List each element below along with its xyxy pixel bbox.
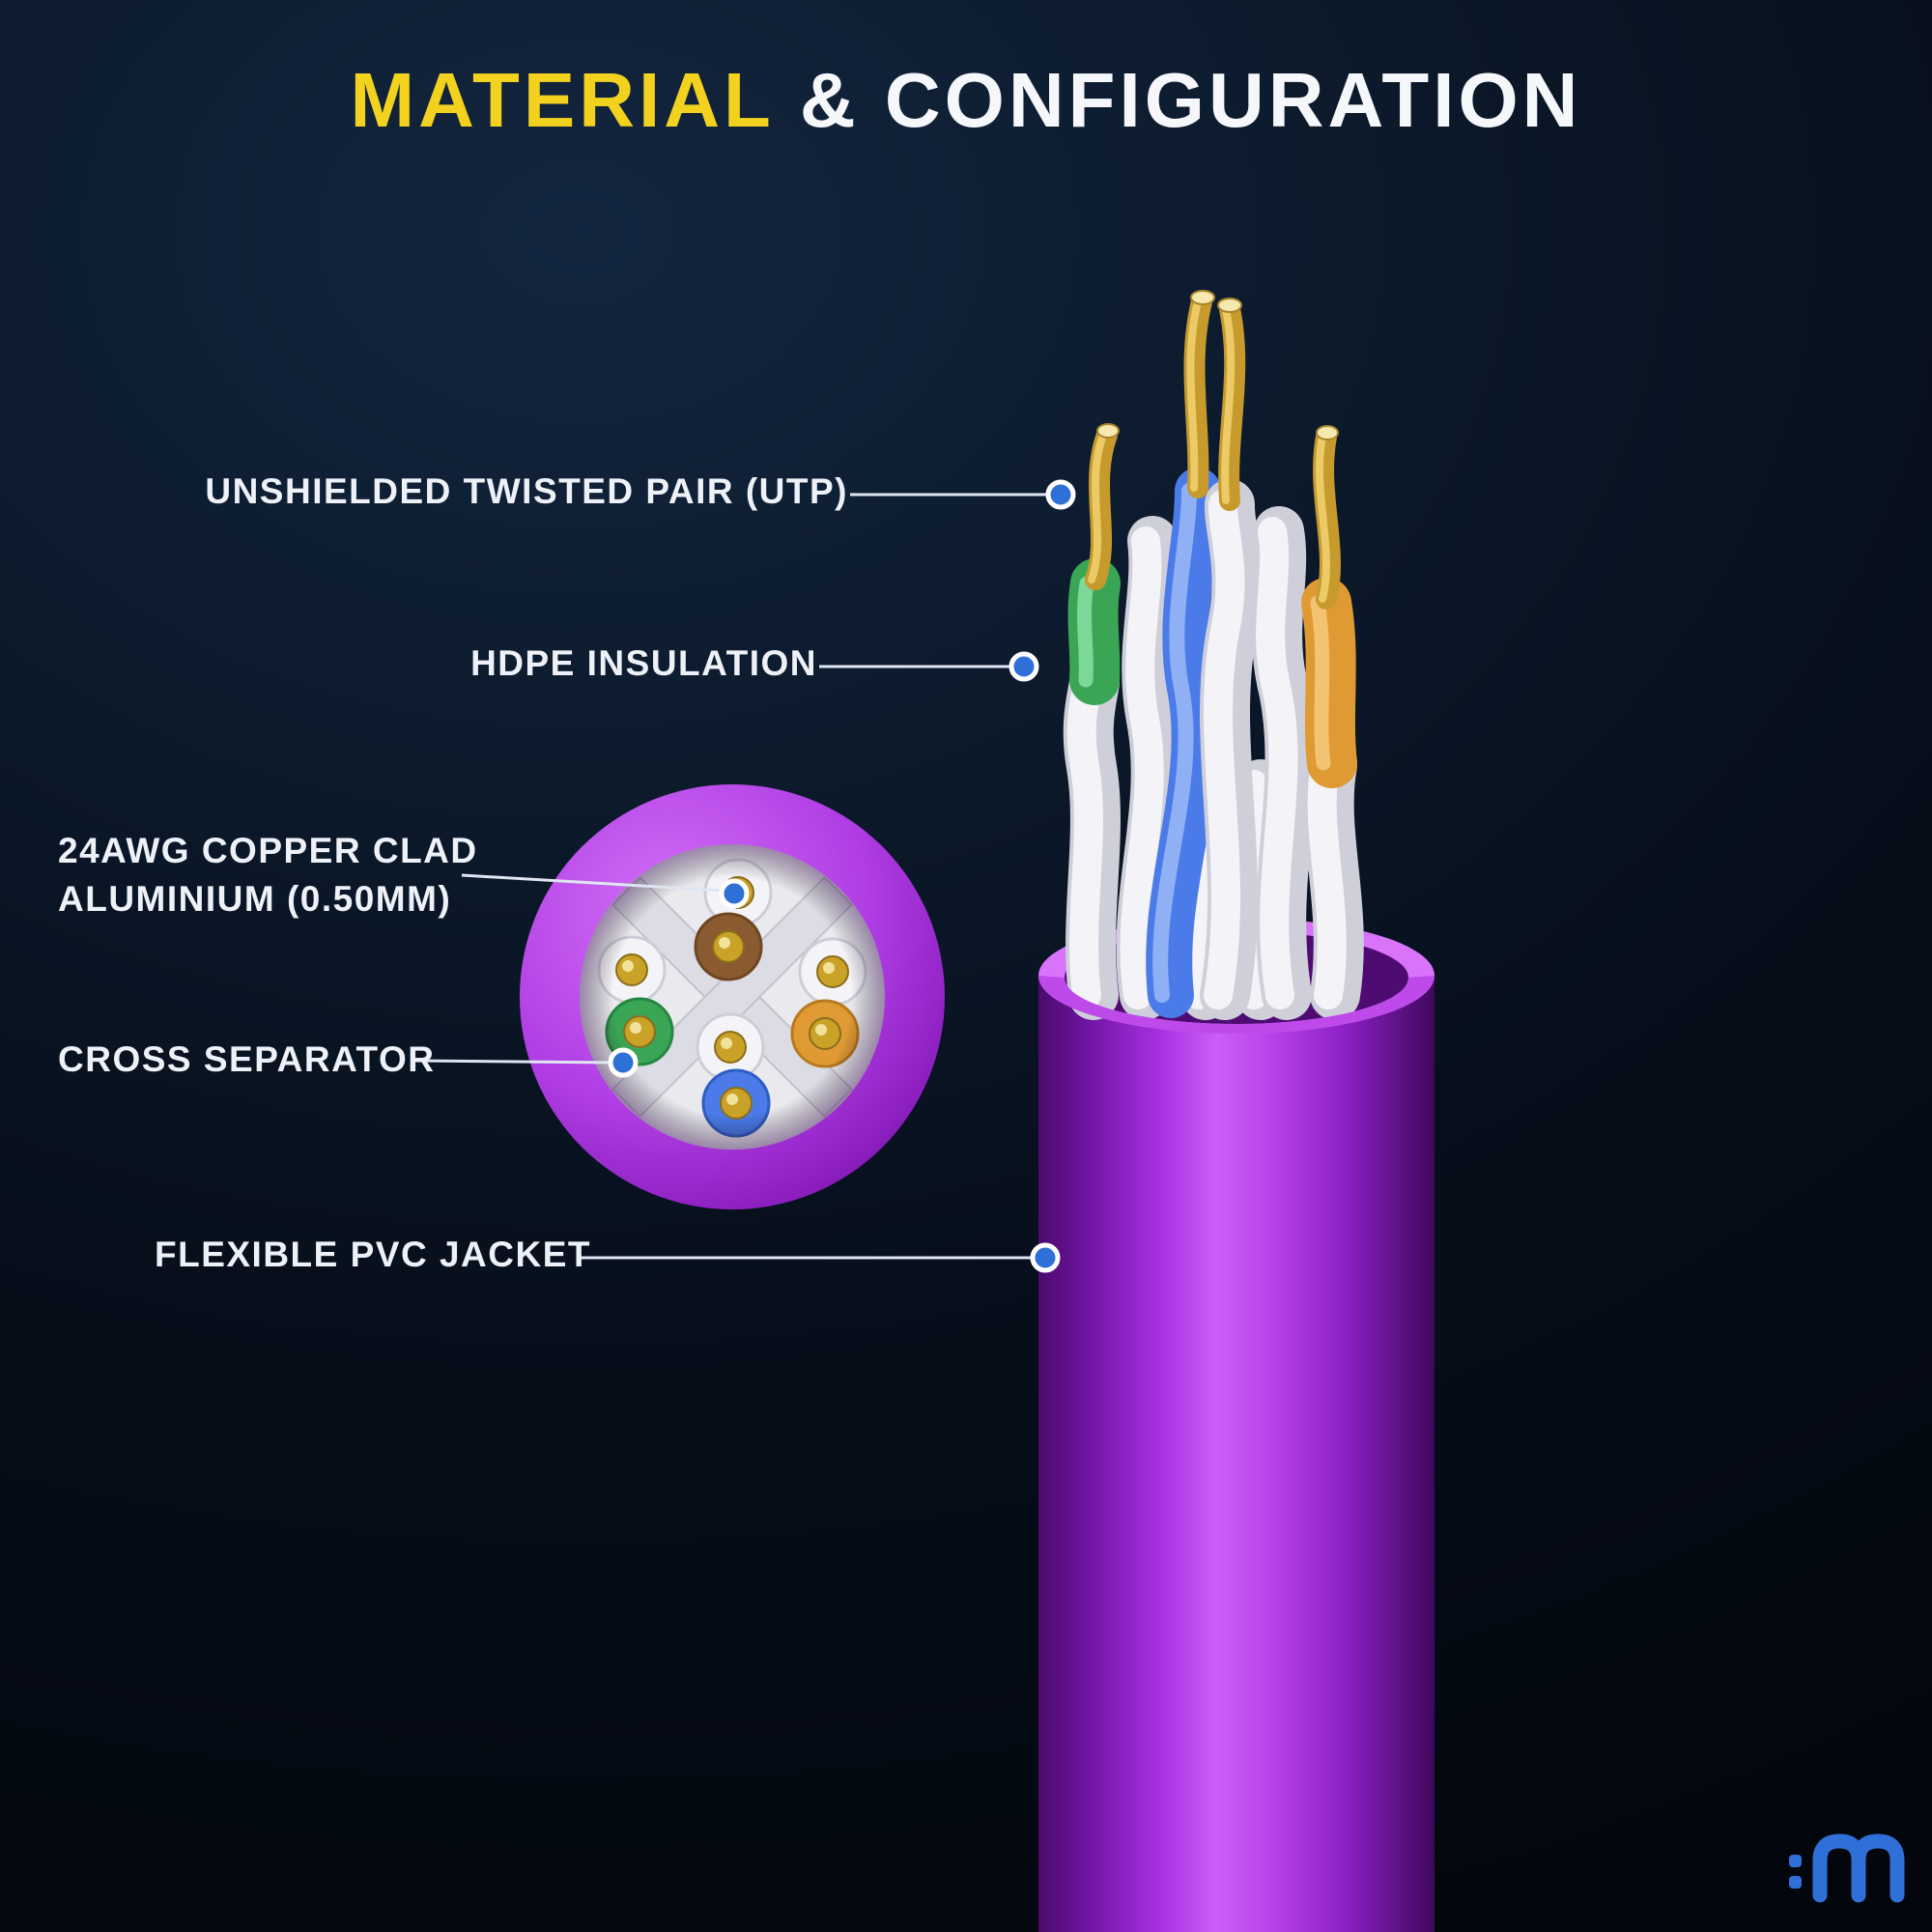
label-pvc-jacket: FLEXIBLE PVC JACKET: [155, 1235, 591, 1274]
cutaway-inner-shadow: [580, 844, 885, 1150]
cross-section: [520, 784, 945, 1209]
title-highlight: MATERIAL: [350, 57, 775, 143]
page-title: MATERIAL & CONFIGURATION: [0, 56, 1932, 145]
label-hdpe: HDPE INSULATION: [470, 643, 817, 683]
brand-logo-icon: [1789, 1833, 1905, 1903]
blue-wire: [1146, 290, 1221, 1018]
green-wire: [1063, 423, 1121, 1020]
callout-line-cross: [412, 1059, 615, 1065]
main-cable: [1038, 290, 1435, 1932]
orange-wire: [1301, 425, 1364, 1020]
pvc-jacket-body: [1038, 976, 1435, 1932]
callout-dot-hdpe-icon: [1009, 651, 1039, 682]
title-rest: & CONFIGURATION: [799, 57, 1582, 143]
callout-dot-utp-icon: [1045, 479, 1076, 510]
callout-dot-pvc-icon: [1030, 1242, 1061, 1273]
label-awg-line1: 24AWG COPPER CLAD: [58, 831, 478, 870]
white-wire-center: [1200, 298, 1263, 1020]
jacket-front-lip: [1038, 976, 1435, 1034]
label-utp: UNSHIELDED TWISTED PAIR (UTP): [205, 471, 848, 511]
callout-line-awg: [461, 873, 725, 893]
callout-dot-cross-icon: [608, 1047, 639, 1078]
callout-dot-awg-icon: [719, 878, 750, 909]
wire-bundle: [1063, 290, 1364, 1020]
label-cross-separator: CROSS SEPARATOR: [58, 1039, 436, 1079]
callouts: [412, 479, 1076, 1273]
label-awg: 24AWG COPPER CLAD ALUMINIUM (0.50MM): [58, 827, 478, 923]
label-awg-line2: ALUMINIUM (0.50MM): [58, 879, 452, 919]
